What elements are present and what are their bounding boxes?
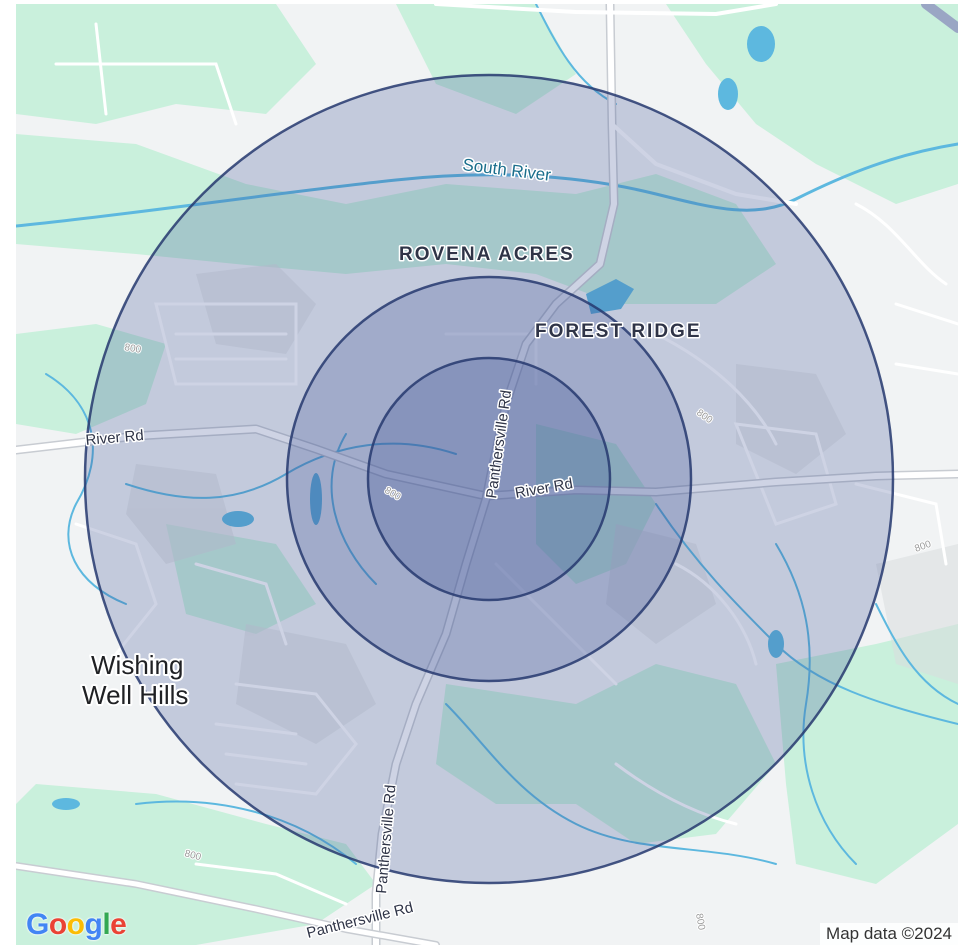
middle-radius-ring[interactable] — [285, 275, 693, 683]
google-logo-letter: g — [84, 908, 103, 941]
google-logo-letter: G — [26, 908, 49, 941]
map-canvas[interactable]: South River ROVENA ACRES FOREST RIDGE Wi… — [16, 4, 958, 945]
google-logo-letter: e — [110, 908, 127, 941]
wishing-well-hills-label-line1: Wishing — [91, 650, 183, 680]
inner-radius-ring[interactable] — [366, 356, 612, 602]
google-logo: Google — [26, 908, 127, 942]
google-logo-letter: o — [48, 908, 67, 941]
google-logo-letter: l — [102, 908, 111, 941]
contour-elevation-label: 800 — [693, 913, 707, 932]
ponds — [52, 26, 784, 810]
park-areas — [16, 4, 958, 945]
map-viewport[interactable]: South River ROVENA ACRES FOREST RIDGE Wi… — [16, 4, 958, 945]
map-attribution[interactable]: Map data ©2024 — [820, 923, 958, 945]
google-logo-letter: o — [66, 908, 85, 941]
minor-roads — [54, 22, 958, 906]
outer-radius-ring[interactable] — [83, 73, 895, 885]
radius-rings — [83, 73, 895, 885]
rovena-acres-label: ROVENA ACRES — [399, 244, 575, 265]
main-roads — [16, 4, 958, 945]
wishing-well-hills-label-line2: Well Hills — [82, 680, 188, 710]
forest-ridge-label: FOREST RIDGE — [535, 321, 702, 342]
contour-elevation-label: 800 — [123, 342, 142, 356]
